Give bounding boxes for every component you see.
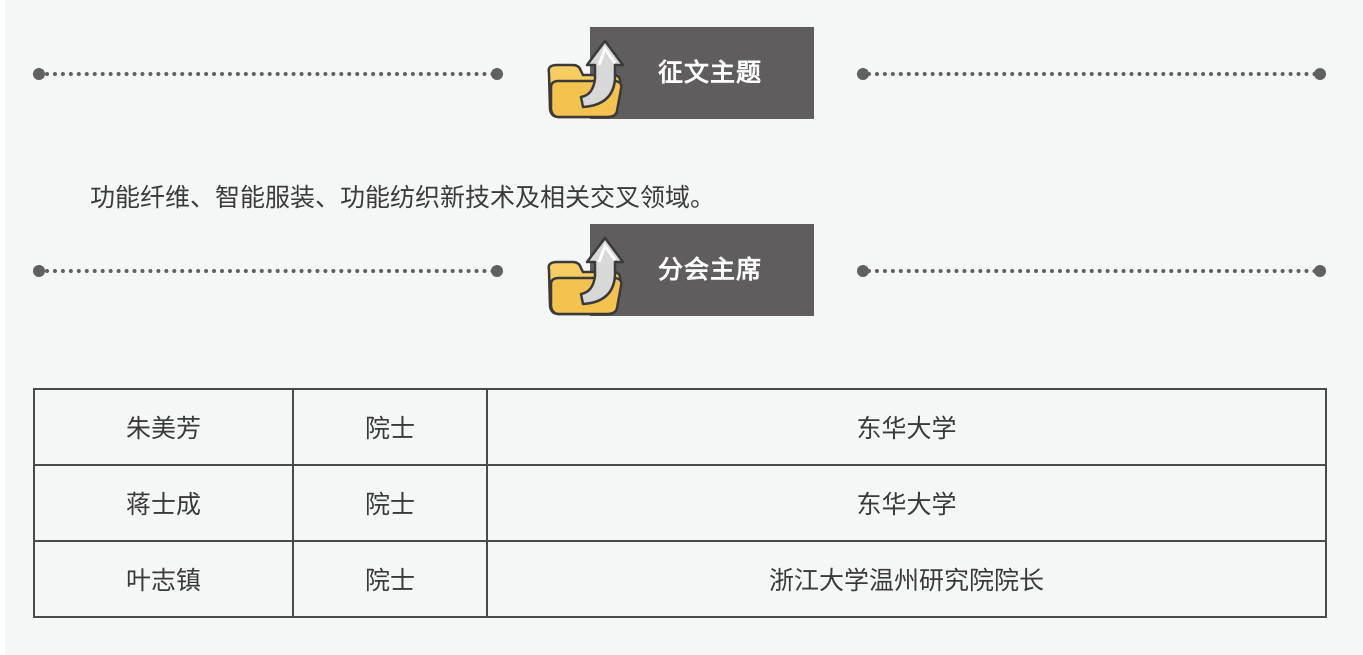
section-title: 征文主题 bbox=[658, 58, 763, 87]
dotted-divider-right bbox=[867, 72, 1317, 76]
dot-left-end bbox=[33, 68, 45, 80]
folder-upload-icon bbox=[547, 39, 625, 119]
dot-right-inner bbox=[857, 68, 869, 80]
chair-title: 院士 bbox=[292, 540, 488, 618]
section-title: 分会主席 bbox=[658, 255, 763, 284]
chair-name: 叶志镇 bbox=[33, 540, 294, 618]
section-header-chairs: 分会主席 bbox=[0, 224, 1363, 316]
chair-affiliation: 浙江大学温州研究院院长 bbox=[486, 540, 1327, 618]
dot-right-end bbox=[1314, 265, 1326, 277]
dot-right-end bbox=[1314, 68, 1326, 80]
topic-text: 功能纤维、智能服装、功能纺织新技术及相关交叉领域。 bbox=[90, 183, 716, 212]
chair-affiliation: 东华大学 bbox=[486, 388, 1327, 466]
chair-name: 朱美芳 bbox=[33, 388, 294, 466]
chair-affiliation: 东华大学 bbox=[486, 464, 1327, 542]
chair-name: 蒋士成 bbox=[33, 464, 294, 542]
section-title-box bbox=[590, 224, 814, 316]
dot-left-inner bbox=[491, 265, 503, 277]
chairs-table: 朱美芳 院士 东华大学 蒋士成 院士 东华大学 叶志镇 院士 浙江大学温州研究院… bbox=[33, 388, 1327, 618]
dot-left-end bbox=[33, 265, 45, 277]
dotted-divider-right bbox=[867, 269, 1317, 273]
dot-left-inner bbox=[491, 68, 503, 80]
dotted-divider-left bbox=[45, 269, 495, 273]
dotted-divider-left bbox=[45, 72, 495, 76]
table-row: 蒋士成 院士 东华大学 bbox=[33, 464, 1327, 542]
chair-title: 院士 bbox=[292, 464, 488, 542]
table-row: 叶志镇 院士 浙江大学温州研究院院长 bbox=[33, 540, 1327, 618]
dot-right-inner bbox=[857, 265, 869, 277]
table-row: 朱美芳 院士 东华大学 bbox=[33, 388, 1327, 466]
folder-upload-icon bbox=[547, 236, 625, 316]
chair-title: 院士 bbox=[292, 388, 488, 466]
section-header-topic: 征文主题 bbox=[0, 27, 1363, 119]
section-title-box bbox=[590, 27, 814, 119]
